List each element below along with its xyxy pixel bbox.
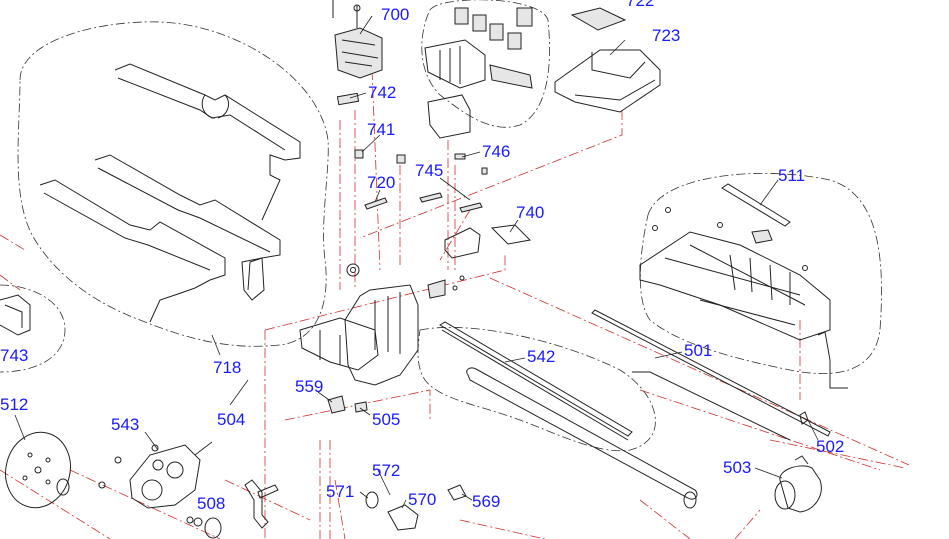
carriage-assembly (299, 284, 419, 414)
label-740: 740 (516, 203, 544, 222)
label-572: 572 (372, 461, 400, 480)
label-718: 718 (213, 358, 241, 377)
label-746: 746 (482, 142, 510, 161)
leader-lines (14, 15, 819, 509)
label-543: 543 (111, 415, 139, 434)
part-labels: 700 722 723 742 741 746 745 720 740 511 … (0, 0, 844, 513)
printhead-700 (332, 0, 383, 106)
group-outlines (0, 0, 882, 452)
label-742: 742 (368, 83, 396, 102)
label-569: 569 (472, 492, 500, 511)
label-559: 559 (295, 377, 323, 396)
label-722: 722 (626, 0, 654, 10)
motor-503 (774, 455, 822, 513)
label-503: 503 (723, 458, 751, 477)
label-720: 720 (367, 173, 395, 192)
cover-723 (554, 7, 661, 113)
label-512: 512 (0, 395, 28, 414)
rails-542-501 (439, 309, 848, 500)
label-571: 571 (326, 482, 354, 501)
label-570: 570 (408, 490, 436, 509)
label-743: 743 (0, 346, 28, 365)
paper-tray-511 (639, 183, 831, 341)
part-743 (0, 294, 31, 336)
small-parts (346, 149, 532, 299)
reference-lines (0, 69, 910, 539)
label-741: 741 (367, 120, 395, 139)
flat-cable-assembly (39, 63, 301, 323)
label-501: 501 (684, 341, 712, 360)
cartridge-holder (424, 7, 533, 139)
gear-unit-543 (98, 441, 213, 524)
label-502: 502 (816, 437, 844, 456)
label-508: 508 (197, 494, 225, 513)
label-700: 700 (381, 5, 409, 24)
label-723: 723 (652, 26, 680, 45)
part-512-disk (5, 431, 71, 509)
label-542: 542 (527, 347, 555, 366)
label-511: 511 (778, 166, 805, 185)
part-508 (193, 479, 279, 539)
label-504: 504 (217, 410, 245, 429)
label-505: 505 (372, 410, 400, 429)
label-745: 745 (415, 161, 443, 180)
